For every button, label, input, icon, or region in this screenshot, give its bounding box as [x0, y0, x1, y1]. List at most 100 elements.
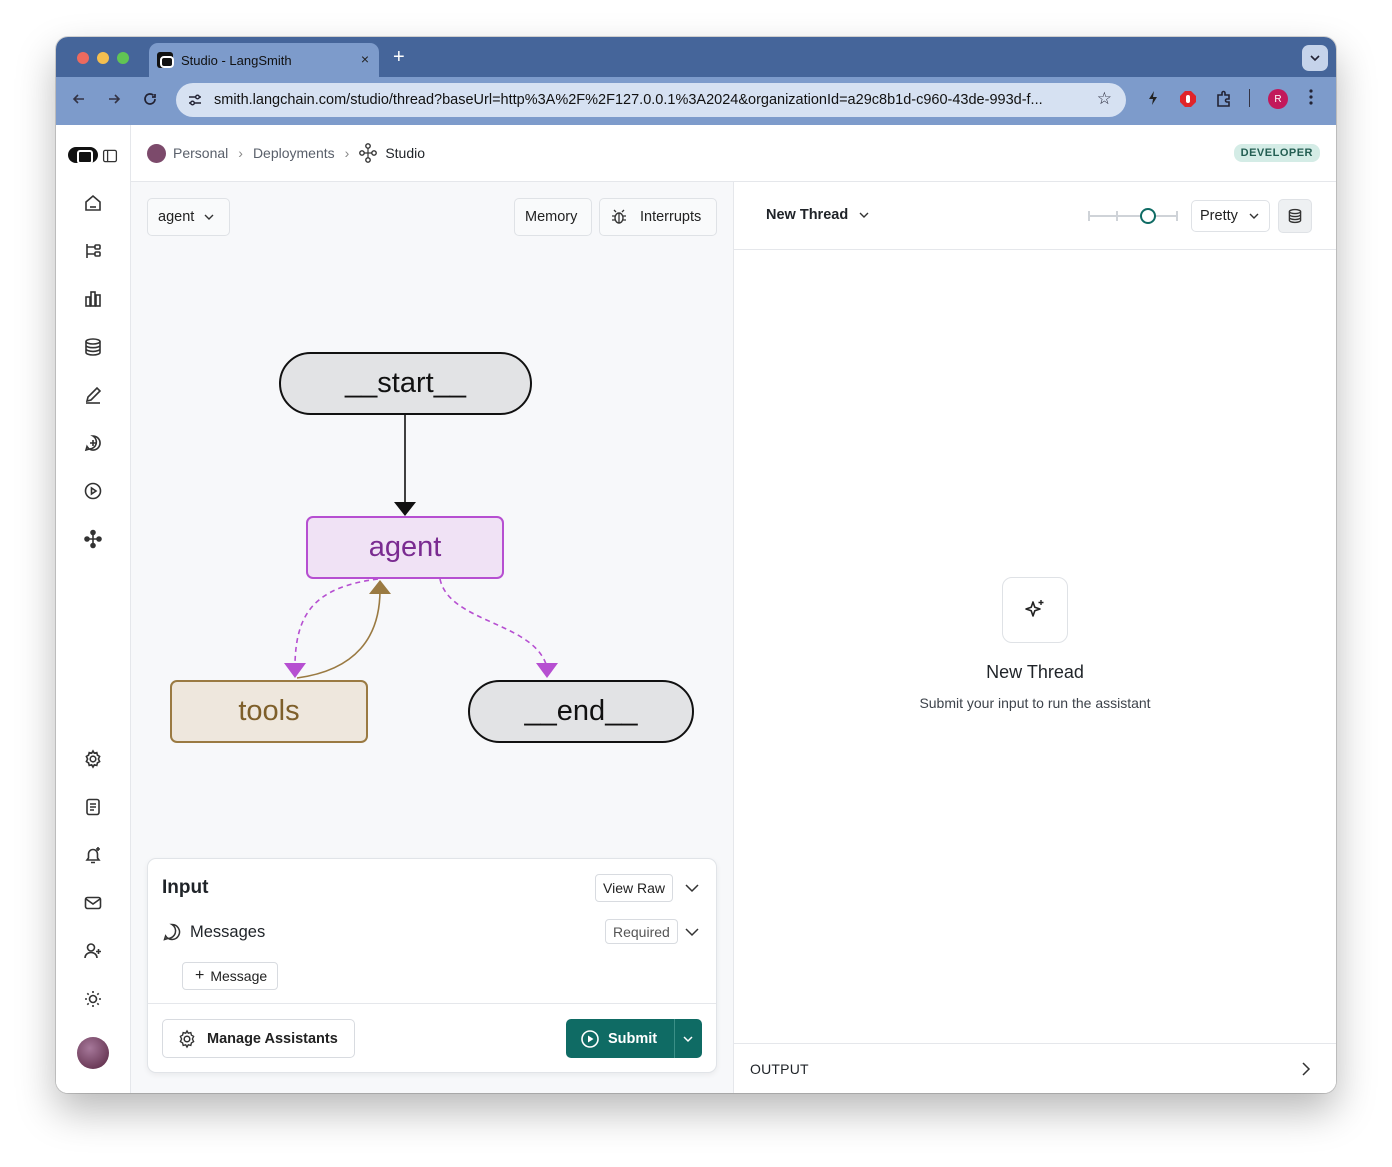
- site-settings-icon[interactable]: [187, 92, 203, 108]
- edge-tools-agent: [296, 589, 381, 679]
- settings-gear-icon[interactable]: [82, 748, 104, 770]
- chevron-down-icon: [859, 212, 869, 218]
- node-tools[interactable]: tools: [170, 680, 368, 743]
- manage-assistants-label: Manage Assistants: [207, 1030, 338, 1047]
- new-tab-button[interactable]: +: [393, 46, 405, 68]
- arrowhead-end: [536, 663, 558, 678]
- close-tab-icon[interactable]: ×: [360, 51, 369, 67]
- graph-panel: agent Memory Interrupts: [131, 182, 734, 1093]
- thread-select-value: New Thread: [766, 207, 849, 223]
- langsmith-logo-icon[interactable]: [68, 147, 98, 164]
- deployments-graph-icon[interactable]: [82, 528, 104, 550]
- reload-icon[interactable]: [142, 91, 158, 112]
- empty-title: New Thread: [986, 662, 1084, 682]
- edge-agent-end: [439, 578, 547, 665]
- sparkle-icon-box: [1002, 577, 1068, 643]
- time-travel-slider[interactable]: [1088, 208, 1178, 224]
- prompts-chat-plus-icon[interactable]: [82, 432, 104, 454]
- plus-icon: +: [195, 967, 205, 984]
- add-message-button[interactable]: + Message: [182, 962, 279, 990]
- url-text: smith.langchain.com/studio/thread?baseUr…: [214, 92, 1043, 108]
- breadcrumb: Personal › Deployments › Studio DEVELOPE…: [131, 125, 1336, 182]
- submit-button[interactable]: Submit: [566, 1019, 702, 1058]
- lightning-extension-icon[interactable]: [1146, 90, 1160, 110]
- thread-select[interactable]: New Thread: [766, 207, 870, 223]
- breadcrumb-studio: Studio: [385, 145, 426, 161]
- database-icon: [1288, 208, 1302, 224]
- message-bubble-icon: [163, 923, 181, 941]
- docs-document-icon[interactable]: [82, 796, 104, 818]
- extensions-puzzle-icon[interactable]: [1215, 90, 1233, 112]
- memory-button[interactable]: Memory: [514, 198, 592, 236]
- annotation-pen-icon[interactable]: [82, 384, 104, 406]
- graph-canvas[interactable]: __start__ agent tools __end__: [131, 182, 734, 822]
- node-start[interactable]: __start__: [279, 352, 532, 415]
- format-select-value: Pretty: [1200, 208, 1238, 224]
- profile-avatar[interactable]: R: [1268, 89, 1288, 109]
- arrowhead-agent: [394, 502, 416, 516]
- interrupts-label: Interrupts: [640, 209, 702, 225]
- assistant-select[interactable]: agent: [147, 198, 230, 236]
- adblock-extension-icon[interactable]: [1179, 90, 1197, 112]
- manage-assistants-button[interactable]: Manage Assistants: [162, 1019, 355, 1058]
- empty-subtitle: Submit your input to run the assistant: [919, 695, 1151, 711]
- theme-sun-icon[interactable]: [82, 988, 104, 1010]
- datasets-database-icon[interactable]: [82, 336, 104, 358]
- mail-envelope-icon[interactable]: [82, 892, 104, 914]
- close-window-button[interactable]: [77, 52, 89, 64]
- state-database-button[interactable]: [1278, 199, 1312, 233]
- node-end[interactable]: __end__: [468, 680, 694, 743]
- assistant-select-value: agent: [158, 209, 195, 225]
- thread-header: New Thread Pretty: [734, 182, 1336, 250]
- add-user-icon[interactable]: [82, 940, 104, 962]
- langsmith-favicon-icon: [157, 52, 174, 68]
- input-panel: Input View Raw Messages Required + Messa…: [147, 858, 717, 1073]
- gear-icon: [179, 1029, 195, 1048]
- memory-label: Memory: [525, 209, 578, 225]
- notifications-bell-icon[interactable]: [82, 844, 104, 866]
- bookmark-star-icon[interactable]: ☆: [1096, 89, 1112, 108]
- messages-label: Messages: [190, 923, 266, 941]
- back-arrow-icon[interactable]: [71, 91, 87, 112]
- sidebar-toggle-icon[interactable]: [101, 147, 119, 165]
- graph-edges: [284, 415, 558, 679]
- collapse-messages-chevron-icon[interactable]: [684, 924, 700, 940]
- bug-icon: [612, 209, 626, 224]
- output-bar[interactable]: OUTPUT: [734, 1043, 1336, 1093]
- breadcrumb-deployments[interactable]: Deployments: [252, 145, 335, 161]
- home-icon[interactable]: [82, 192, 104, 214]
- user-avatar[interactable]: [77, 1037, 109, 1069]
- address-bar[interactable]: smith.langchain.com/studio/thread?baseUr…: [176, 83, 1126, 117]
- breadcrumb-chevron-icon: ›: [238, 145, 243, 161]
- workspace-avatar: [147, 143, 166, 163]
- collapse-input-chevron-icon[interactable]: [684, 880, 700, 896]
- chevron-right-icon[interactable]: [1298, 1061, 1314, 1077]
- empty-thread-state: New Thread Submit your input to run the …: [734, 577, 1336, 711]
- slider-thumb[interactable]: [1140, 208, 1156, 224]
- chevron-down-icon: [1249, 213, 1259, 219]
- submit-options-chevron-icon[interactable]: [682, 1033, 694, 1045]
- output-label: OUTPUT: [750, 1060, 809, 1077]
- browser-menu-icon[interactable]: [1308, 88, 1314, 110]
- input-divider: [148, 1003, 716, 1004]
- playground-play-icon[interactable]: [82, 480, 104, 502]
- minimize-window-button[interactable]: [97, 52, 109, 64]
- submit-split-divider: [674, 1019, 675, 1058]
- forward-arrow-icon[interactable]: [106, 91, 122, 112]
- tracing-projects-icon[interactable]: [82, 240, 104, 262]
- monitoring-chart-icon[interactable]: [82, 288, 104, 310]
- browser-window: Studio - LangSmith × + smith.langchain.c…: [56, 37, 1336, 1093]
- tab-search-chevron-icon[interactable]: [1302, 45, 1328, 71]
- interrupts-button[interactable]: Interrupts: [599, 198, 717, 236]
- tab-title: Studio - LangSmith: [181, 52, 292, 68]
- breadcrumb-personal[interactable]: Personal: [173, 145, 229, 161]
- format-select[interactable]: Pretty: [1191, 200, 1270, 232]
- tab-bar: Studio - LangSmith × +: [56, 37, 1336, 77]
- node-agent[interactable]: agent: [306, 516, 504, 579]
- developer-badge: DEVELOPER: [1233, 144, 1320, 162]
- browser-tab[interactable]: Studio - LangSmith ×: [149, 43, 379, 77]
- add-message-label: Message: [210, 968, 268, 984]
- arrowhead-agent-return: [369, 580, 391, 594]
- maximize-window-button[interactable]: [117, 52, 129, 64]
- view-raw-button[interactable]: View Raw: [595, 874, 673, 902]
